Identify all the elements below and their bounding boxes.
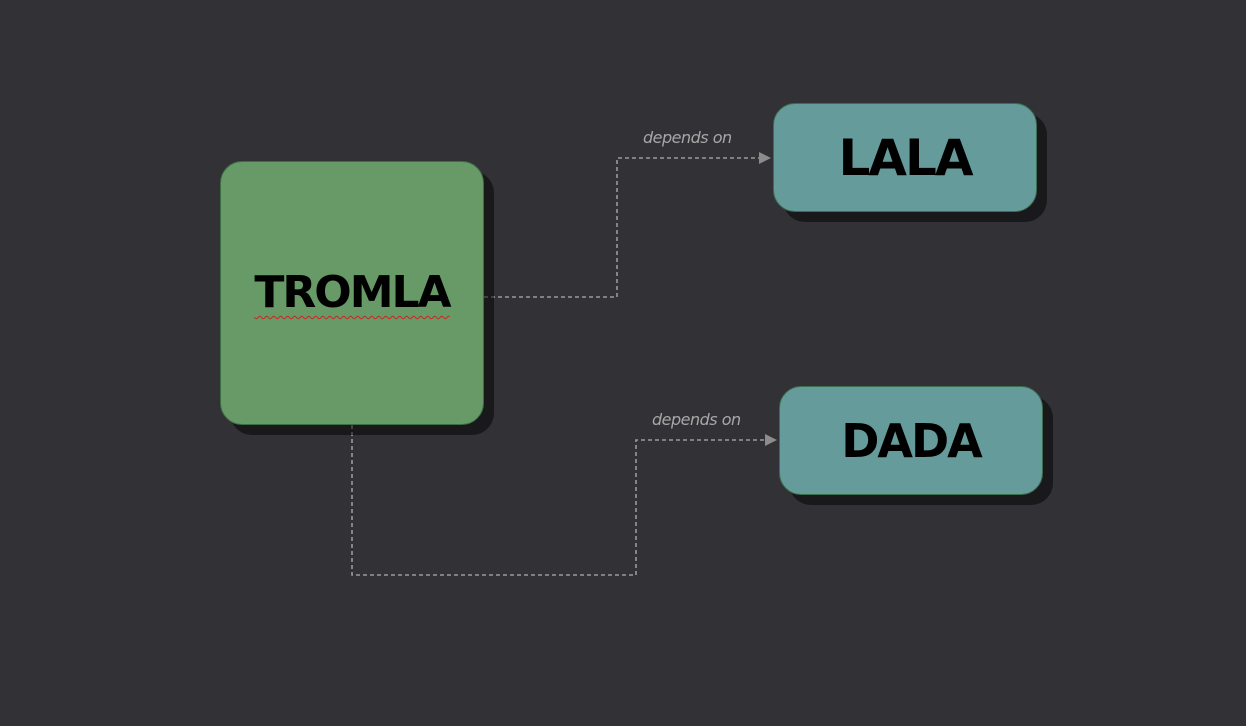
- node-tromla[interactable]: TROMLA: [220, 161, 484, 425]
- node-lala[interactable]: LALA: [773, 103, 1037, 212]
- node-dada[interactable]: DADA: [779, 386, 1043, 495]
- edge-label-tromla-lala: depends on: [643, 128, 732, 147]
- edge-tromla-to-lala[interactable]: [484, 152, 771, 298]
- node-label-dada: DADA: [841, 413, 983, 468]
- node-label-tromla: TROMLA: [254, 267, 451, 318]
- edge-label-tromla-dada: depends on: [652, 410, 741, 429]
- node-label-lala: LALA: [838, 128, 973, 187]
- edge-tromla-to-dada[interactable]: [351, 425, 777, 576]
